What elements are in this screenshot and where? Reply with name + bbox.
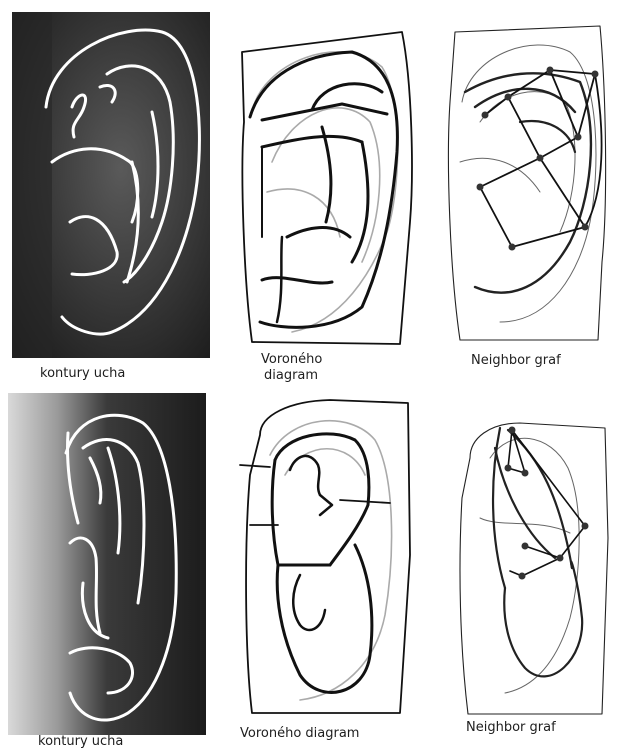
neighbor-graph-1 bbox=[440, 22, 610, 348]
caption-contours-2: kontury ucha bbox=[38, 734, 123, 750]
caption-graph-2: Neighbor graf bbox=[466, 720, 556, 736]
ear-photo-contours-1 bbox=[12, 12, 210, 358]
caption-graph-1: Neighbor graf bbox=[471, 353, 561, 369]
neighbor-graph-2 bbox=[450, 418, 615, 718]
caption-voronoi-2: Voroného diagram bbox=[240, 726, 359, 742]
caption-voronoi-1-line2: diagram bbox=[264, 368, 318, 384]
caption-contours-1: kontury ucha bbox=[40, 366, 125, 382]
voronoi-diagram-1 bbox=[222, 22, 420, 356]
caption-voronoi-1-line1: Voroného bbox=[261, 352, 322, 368]
voronoi-diagram-2 bbox=[230, 395, 420, 720]
ear-photo-contours-2 bbox=[8, 393, 206, 735]
